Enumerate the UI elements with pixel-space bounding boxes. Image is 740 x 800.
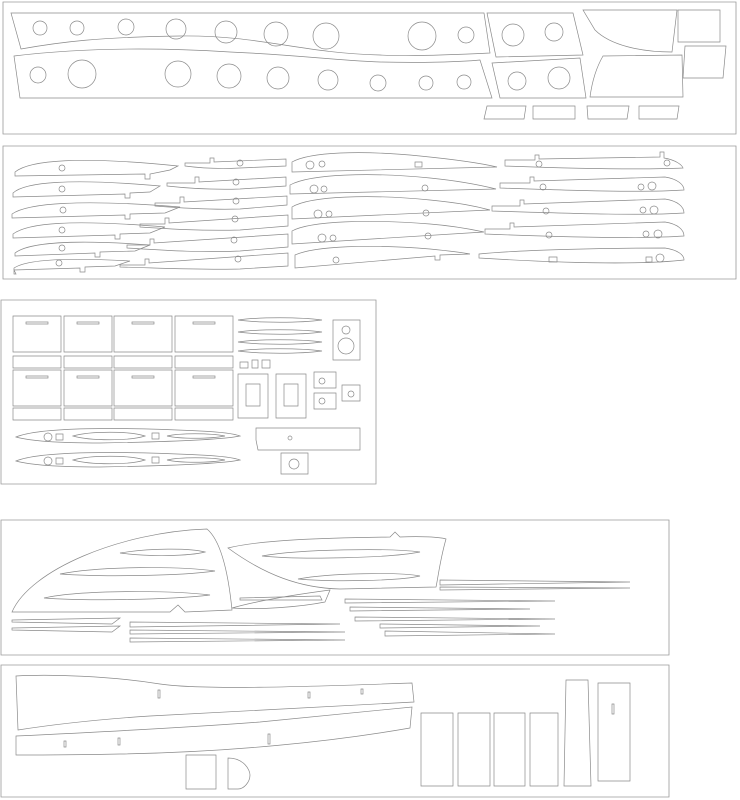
wing-rib <box>120 253 288 269</box>
servo-trays <box>238 360 360 418</box>
wing-rib <box>505 152 683 169</box>
small-plate-2 <box>683 46 726 78</box>
sheet-3 <box>494 713 525 786</box>
panel-tail-surfaces <box>1 520 669 655</box>
sheet-4 <box>530 713 558 786</box>
strip-3 <box>587 106 629 119</box>
doubler-plates-grid <box>13 316 233 420</box>
fuselage-side-bottom <box>16 707 412 755</box>
hatch-plate <box>281 453 308 474</box>
wing-rib <box>14 259 130 274</box>
canopy-piece <box>228 758 250 789</box>
wing-rib <box>13 182 160 198</box>
hatch-cover <box>186 755 216 789</box>
wing-rib <box>479 248 684 263</box>
panel-frame <box>1 520 669 655</box>
motor-mount-plate <box>333 320 360 360</box>
wing-rib <box>295 246 470 268</box>
sheet-1 <box>421 713 453 786</box>
wing-rib <box>292 153 497 172</box>
wing-rib <box>127 234 288 252</box>
wing-rib <box>15 242 150 257</box>
nose-block-former <box>583 10 677 52</box>
stringers <box>238 318 322 354</box>
wing-rib <box>292 221 484 244</box>
wing-rib <box>500 177 684 191</box>
rudder <box>228 532 446 589</box>
panel-wing-ribs <box>3 146 736 279</box>
strip-4 <box>639 106 679 119</box>
wing-rib <box>185 158 286 168</box>
panel-frame <box>1 665 669 797</box>
panel-frame <box>3 146 736 279</box>
panel-fuselage-formers <box>3 2 736 134</box>
panel-frame <box>1 300 376 484</box>
tail-spars <box>12 580 630 642</box>
wing-rib <box>12 203 180 219</box>
former-strip-bottom <box>14 49 492 98</box>
strip-2 <box>533 106 575 119</box>
wing-rib <box>140 215 288 230</box>
wing-rib <box>167 177 286 189</box>
panel-frame <box>3 2 736 134</box>
former-plate-b <box>492 58 586 98</box>
sheet-6 <box>598 683 630 781</box>
wing-rib <box>15 160 178 179</box>
former-strip-top <box>11 13 490 56</box>
wing-root-rib-2 <box>16 453 240 467</box>
cowl-former <box>590 55 683 97</box>
panel-fuselage-sides-and-sheets <box>1 665 669 797</box>
small-plate-1 <box>678 10 720 42</box>
sheet-2 <box>458 713 490 786</box>
lightening-holes <box>30 19 474 91</box>
fuselage-side-top <box>16 675 414 730</box>
wing-root-rib-1 <box>16 429 240 443</box>
strip-1 <box>484 106 526 119</box>
wing-rib <box>155 196 287 209</box>
wing-rib <box>13 223 165 239</box>
panel-small-parts <box>1 300 376 484</box>
vertical-fin <box>12 529 232 612</box>
former-plate-a <box>487 13 583 57</box>
wing-rib <box>290 175 496 194</box>
hatch-frame <box>256 428 360 450</box>
sheet-5 <box>564 680 591 786</box>
wing-rib <box>492 199 684 214</box>
wing-rib <box>292 197 490 219</box>
wing-rib <box>485 222 684 237</box>
